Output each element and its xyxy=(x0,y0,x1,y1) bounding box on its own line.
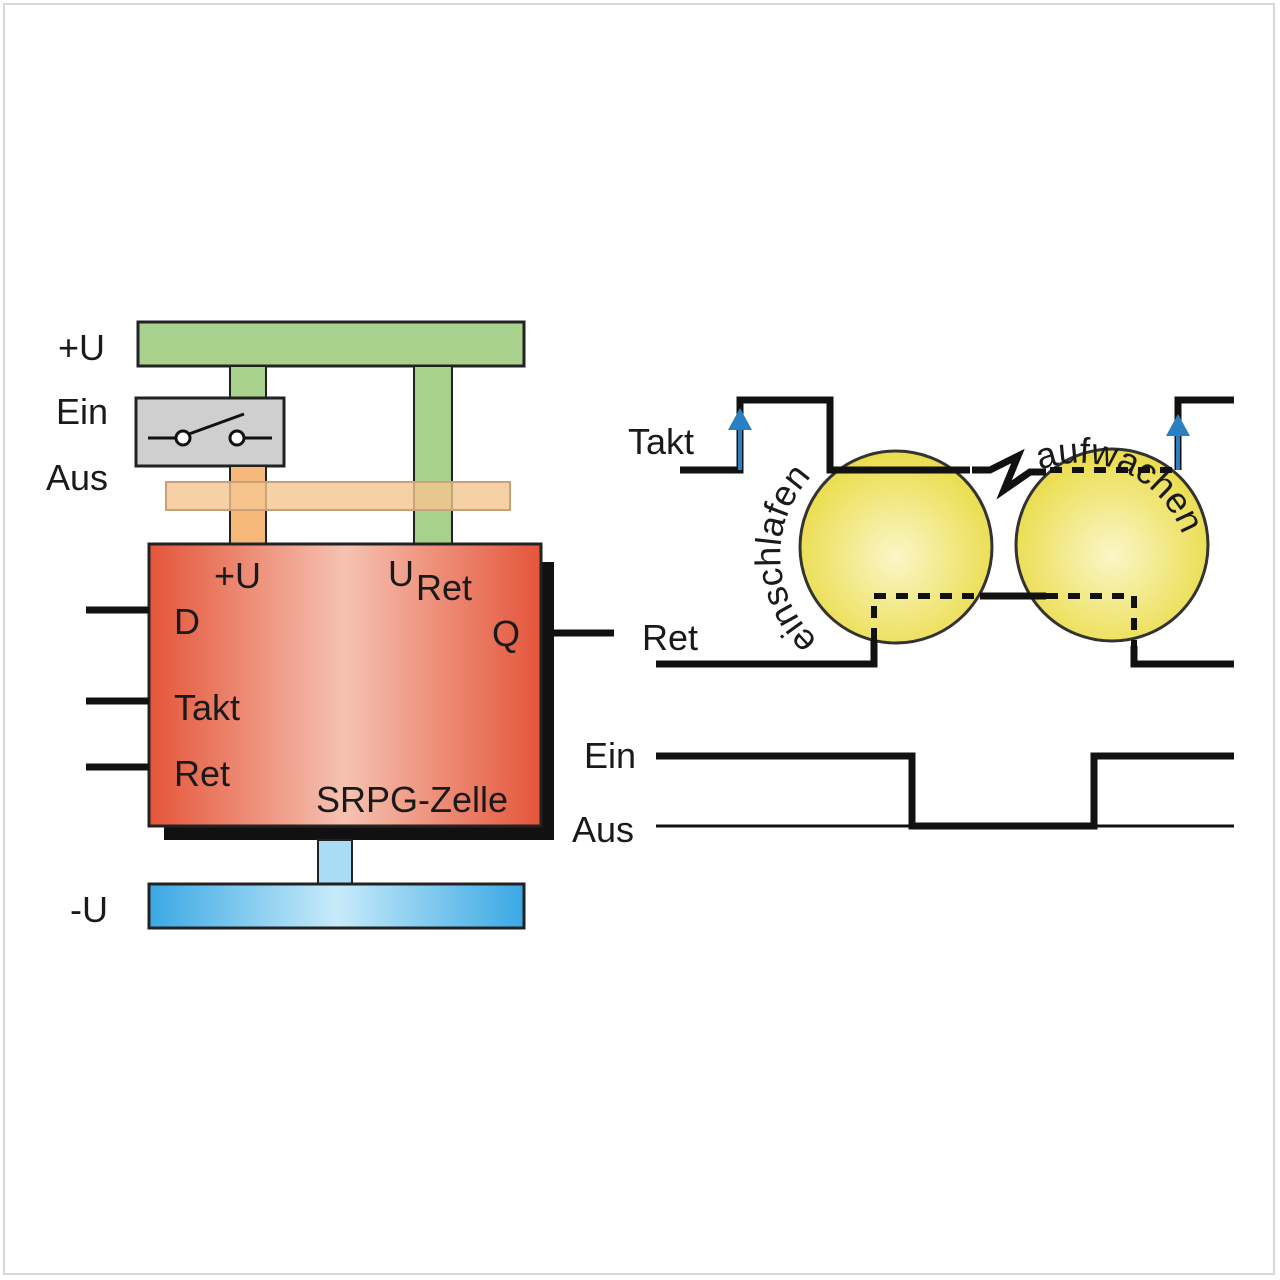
takt-waveform xyxy=(680,396,970,474)
takt-label: Takt xyxy=(628,421,694,462)
cell-pin-q: Q xyxy=(492,613,520,654)
power-switch xyxy=(134,396,286,468)
cell-name: SRPG-Zelle xyxy=(316,779,508,820)
clock-edge-arrow-icon xyxy=(728,408,752,470)
ret-label: Ret xyxy=(642,617,698,658)
cell-pin-takt: Takt xyxy=(174,687,240,728)
cell-pin-plus-u: +U xyxy=(214,555,261,596)
switched-supply-bar xyxy=(165,481,511,511)
ret-waveform-low-end xyxy=(1130,646,1234,668)
sleep-phase-bubble xyxy=(798,449,994,645)
wake-phase-bubble xyxy=(1014,447,1210,643)
srpg-cell xyxy=(147,542,543,828)
aus-label: Aus xyxy=(572,809,634,850)
cell-pin-u-ret-sub: Ret xyxy=(416,567,472,608)
break-icon xyxy=(972,448,1046,500)
u-ret-supply-line xyxy=(413,365,453,545)
cell-pin-u-ret: U xyxy=(388,553,414,594)
cell-pin-d: D xyxy=(174,601,200,642)
ein-label: Ein xyxy=(584,735,636,776)
switch-supply-stub xyxy=(229,365,267,399)
plus-u-rail-label: +U xyxy=(58,327,105,368)
minus-u-stub xyxy=(317,839,353,885)
plus-u-rail xyxy=(136,320,526,368)
minus-u-rail xyxy=(147,882,526,930)
minus-u-rail-label: -U xyxy=(70,889,108,930)
ret-waveform-low xyxy=(656,640,878,668)
power-waveform xyxy=(656,752,1234,830)
ret-rise-dashed xyxy=(871,593,980,640)
switch-on-label: Ein xyxy=(56,391,108,432)
switch-symbol-icon xyxy=(148,412,272,447)
clock-edge-arrow-icon-2 xyxy=(1166,414,1190,470)
image-frame xyxy=(3,3,1275,1275)
ret-fall-dashed xyxy=(1046,593,1137,646)
switch-off-label: Aus xyxy=(46,457,108,498)
cell-pin-ret: Ret xyxy=(174,753,230,794)
